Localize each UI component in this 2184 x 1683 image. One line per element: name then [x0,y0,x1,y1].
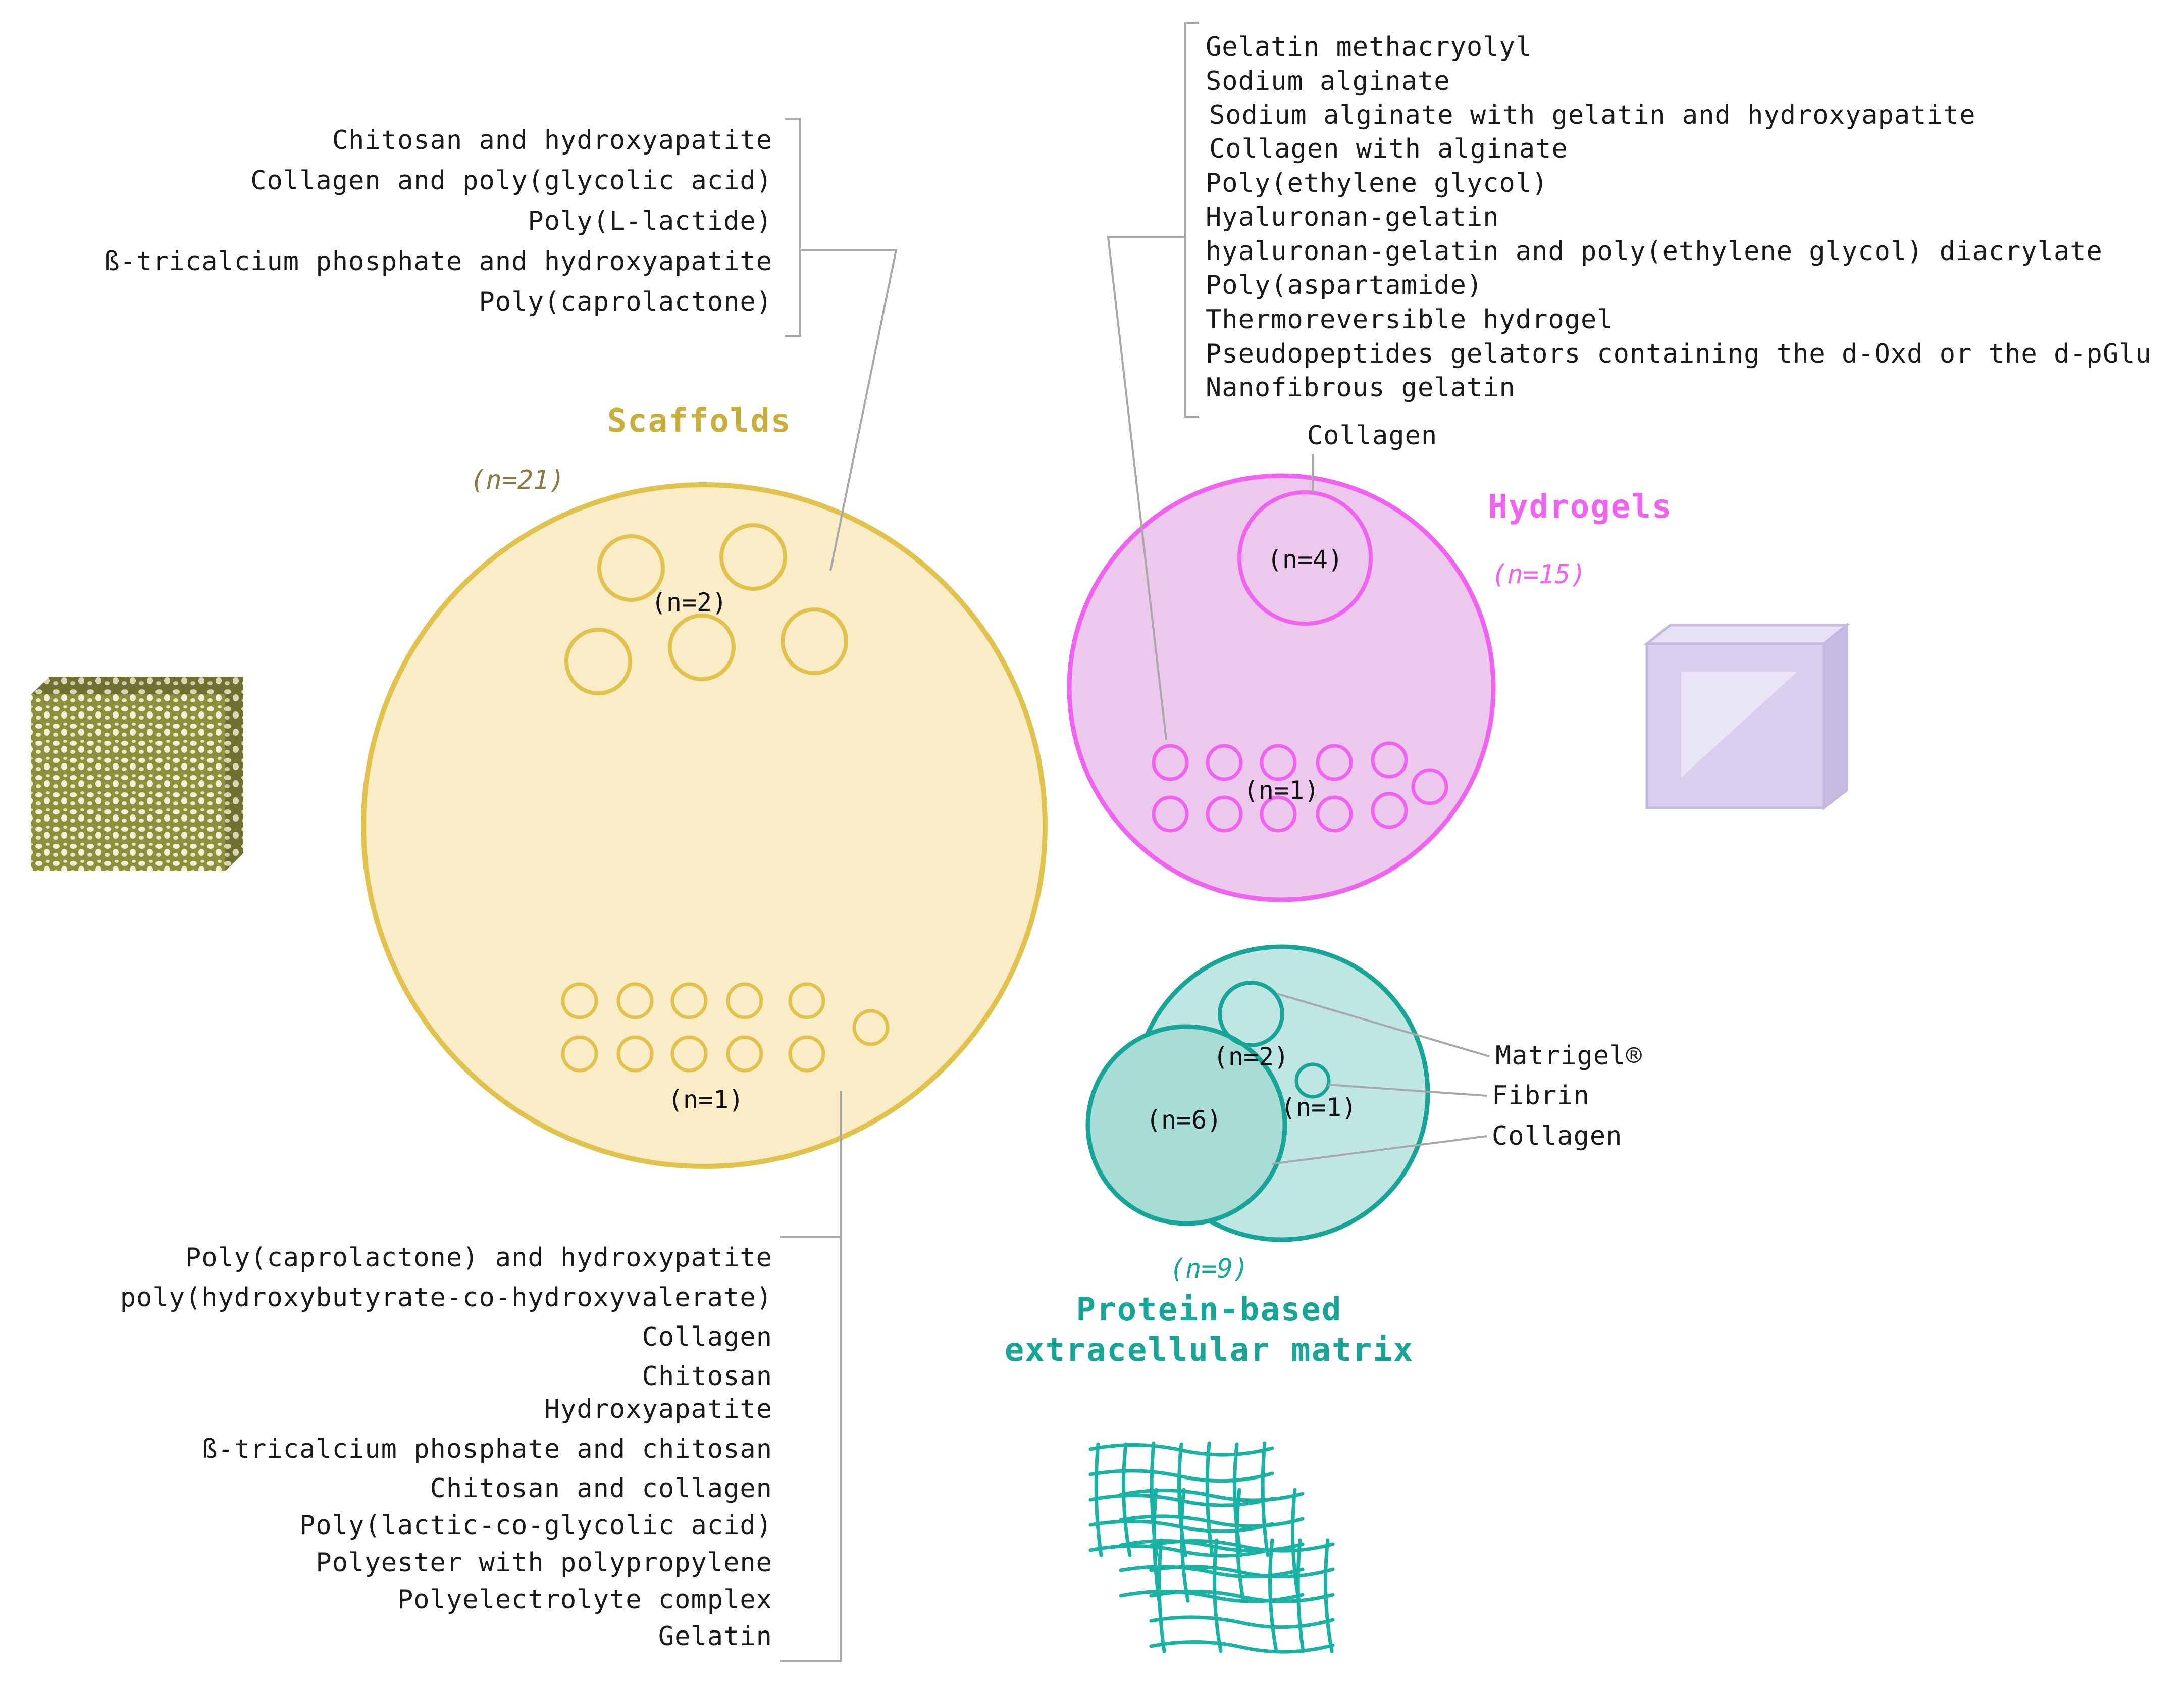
list-item: Poly(ethylene glycol) [1206,168,1548,198]
subgroup-circle [1206,795,1243,833]
list-item: poly(hydroxybutyrate-co-hydroxyvalerate) [120,1283,772,1313]
scaffolds-n2-circles [564,523,848,695]
hydrogels-n4-circle [1237,490,1373,626]
subgroup-circle [670,1035,708,1073]
subgroup-circle [1316,744,1353,781]
subgroup-circle [1206,744,1243,781]
subgroup-circle [726,1035,763,1073]
subgroup-circle [781,607,848,675]
protein-count: (n=9) [1170,1254,1249,1284]
protein-n2-label: (n=2) [1213,1042,1289,1072]
subgroup-circle [561,1035,598,1073]
list-item: Polyester with polypropylene [316,1548,772,1578]
hydrogels-n1-label: (n=1) [1243,776,1320,805]
protein-title-line1: Protein-based [1076,1291,1342,1329]
list-item: Poly(aspartamide) [1206,270,1483,300]
subgroup-circle [597,534,665,602]
matrigel-label: Matrigel® [1495,1041,1642,1071]
protein-group: (n=2) (n=6) (n=1) Matrigel® Fibrin Colla… [1005,944,1642,1654]
hydrogels-title: Hydrogels [1488,488,1673,526]
hydrogels-collagen-label: Collagen [1307,421,1437,451]
list-item: Hydroxyapatite [544,1394,772,1424]
subgroup-circle [564,628,632,695]
collagen-label: Collagen [1492,1121,1622,1151]
hydrogels-circle [1067,473,1496,902]
list-item: Chitosan and hydroxyapatite [332,125,772,156]
subgroup-circle [852,1009,890,1046]
list-item: Collagen and poly(glycolic acid) [250,166,772,196]
subgroup-circle [1260,795,1297,833]
hydrogels-n1-circles [1152,741,1448,833]
subgroup-circle [616,982,654,1019]
scaffolds-group: Scaffolds (n=21) (n=2) (n=1) [31,118,1048,1662]
subgroup-circle [561,982,598,1019]
fibrin-label: Fibrin [1492,1081,1590,1111]
subgroup-circle [1411,768,1448,805]
scaffolds-n1-label: (n=1) [668,1085,744,1114]
list-item: Chitosan [642,1361,772,1392]
subgroup-circle [670,982,708,1019]
list-item: Poly(caprolactone) [479,287,772,317]
hydrogel-cube-icon [1643,622,1851,811]
list-item: Polyelectrolyte complex [397,1585,772,1615]
hydrogels-list: Gelatin methacryolyl Sodium alginate Sod… [1206,32,2152,403]
list-item: Sodium alginate with gelatin and hydroxy… [1209,100,1975,130]
protein-n6-label: (n=6) [1146,1105,1222,1135]
subgroup-circle [616,1035,654,1073]
scaffolds-count: (n=21) [470,465,565,495]
hydrogels-n4-label: (n=4) [1267,545,1343,574]
list-item: Nanofibrous gelatin [1206,373,1516,403]
fiber-mesh-icon [1088,1441,1335,1654]
subgroup-circle [1260,744,1297,781]
list-item: ß-tricalcium phosphate and chitosan [201,1434,772,1464]
subgroup-circle [1316,795,1353,833]
protein-title-line2: extracellular matrix [1005,1332,1414,1369]
list-item: Poly(caprolactone) and hydroxypatite [185,1243,772,1273]
protein-n1-label: (n=1) [1281,1093,1357,1122]
protein-connectors [1272,993,1490,1165]
list-item: Collagen [642,1322,772,1352]
list-item: Pseudopeptides gelators containing the d… [1206,339,2152,369]
scaffolds-circle [361,482,1048,1169]
scaffolds-n1-circles [561,982,890,1073]
protein-n2-circle [1218,981,1284,1047]
scaffolds-n2-label: (n=2) [651,588,727,617]
list-item: Poly(lactic-co-glycolic acid) [299,1510,772,1541]
list-item: Hyaluronan-gelatin [1206,202,1499,232]
list-item: Chitosan and collagen [430,1473,772,1504]
subgroup-circle [668,614,736,681]
hydrogels-group: Hydrogels (n=15) (n=4) Collagen (n=1) Ge… [1067,22,2152,902]
list-item: Gelatin [658,1621,772,1652]
scaffolds-top-bracket [785,118,898,571]
list-item: Sodium alginate [1206,66,1450,96]
scaffolds-bottom-list: Poly(caprolactone) and hydroxypatite pol… [120,1243,772,1652]
subgroup-circle [719,523,787,591]
hydrogels-bracket [1107,22,1199,740]
scaffolds-title: Scaffolds [607,402,792,440]
subgroup-circle [1152,795,1189,833]
list-item: hyaluronan-gelatin and poly(ethylene gly… [1206,236,2103,267]
list-item: Thermoreversible hydrogel [1206,304,1614,335]
mesh-sheet [1149,1538,1335,1654]
list-item: ß-tricalcium phosphate and hydroxyapatit… [103,246,772,277]
protein-n1-circle [1294,1062,1331,1099]
subgroup-circle [1152,744,1189,781]
subgroup-circle [788,982,825,1019]
porous-scaffold-cube-icon [31,677,243,871]
list-item: Poly(L-lactide) [528,206,772,236]
subgroup-circle [788,1035,825,1073]
list-item: Collagen with alginate [1209,134,1568,164]
subgroup-circle [1371,741,1408,779]
hydrogels-count: (n=15) [1491,559,1586,590]
scaffolds-top-list: Chitosan and hydroxyapatite Collagen and… [103,125,772,317]
protein-n6-circle [1085,1024,1287,1226]
subgroup-circle [1371,792,1408,829]
scaffolds-bottom-bracket [780,1091,842,1662]
subgroup-circle [726,982,763,1019]
list-item: Gelatin methacryolyl [1206,32,1532,62]
